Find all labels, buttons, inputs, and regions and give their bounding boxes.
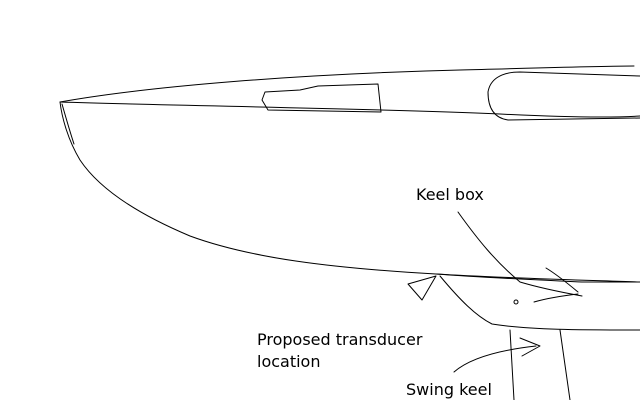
swing-keel [509,329,571,400]
hull-bottom [59,101,640,283]
transducer-label: Proposed transducer location [257,329,422,373]
stem-detail [61,103,75,145]
keel-box-outline [435,273,640,283]
swing-keel-label: Swing keel [406,380,492,399]
bow-rub-rail [59,101,640,118]
cabin-window-aft [487,71,640,121]
keel-box-label: Keel box [416,185,484,204]
keel-pivot-pin [513,299,519,305]
deck-line [59,65,635,103]
swing-keel-arrowhead [519,337,541,357]
keel-box-lower [439,275,640,331]
keel-box-leader [457,211,583,297]
swing-keel-leader [453,345,537,373]
keel-box-arrowhead [533,267,579,303]
transducer-label-line2: location [257,352,321,371]
cabin-window-forward [261,83,382,113]
transducer-label-line1: Proposed transducer [257,330,423,349]
transducer-fairing [407,275,437,301]
